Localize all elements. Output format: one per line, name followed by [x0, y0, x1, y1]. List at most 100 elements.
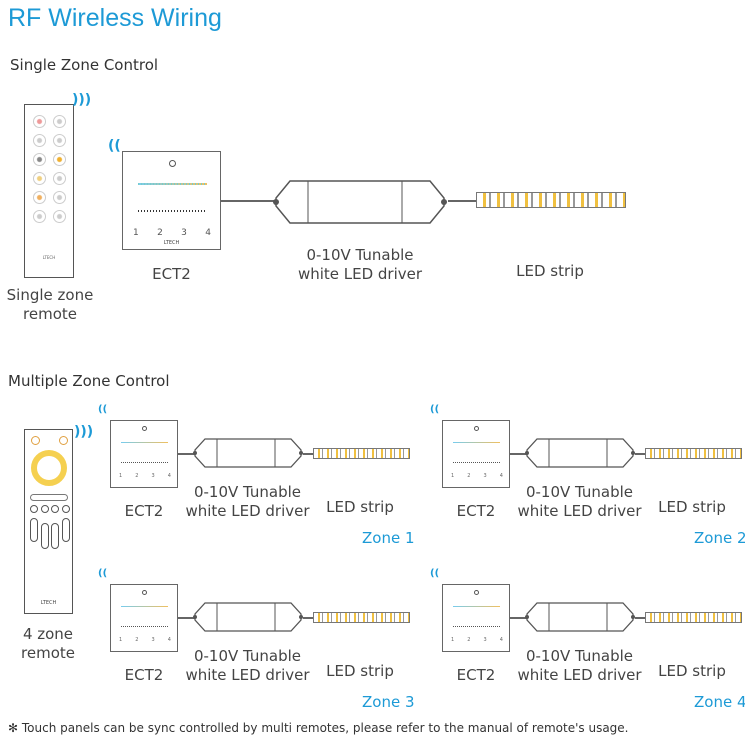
- wire: [635, 617, 645, 619]
- remote-brand: LTECH: [42, 255, 56, 260]
- wire: [178, 453, 195, 455]
- power-icon: [142, 426, 147, 431]
- wire: [448, 200, 476, 202]
- remote-button: [33, 153, 46, 166]
- single-zone-heading: Single Zone Control: [10, 56, 159, 74]
- brightness-slider: [121, 626, 168, 627]
- power-icon: [169, 160, 176, 167]
- led-strip: [476, 192, 626, 208]
- led-driver: [272, 180, 448, 224]
- color-temp-slider: [138, 183, 207, 185]
- remote-button: [33, 172, 46, 185]
- led-strip-label: LED strip: [658, 498, 726, 516]
- color-temp-slider: [453, 442, 500, 443]
- wire: [221, 200, 276, 202]
- remote-button: [33, 210, 46, 223]
- zone-rockers: [30, 518, 70, 549]
- remote-button: [53, 153, 66, 166]
- wire: [303, 453, 313, 455]
- wire: [178, 617, 195, 619]
- zone-numbers: 1 2 3 4: [133, 228, 211, 238]
- wire: [303, 617, 313, 619]
- on-button: [31, 436, 40, 445]
- ect2-panel: 1 2 3 4 LTECH: [122, 151, 221, 250]
- brightness-slider: [453, 462, 500, 463]
- wireless-signal-icon: ((: [98, 568, 108, 579]
- led-driver: [525, 602, 635, 632]
- wire: [510, 453, 527, 455]
- zone-number: 2: [157, 228, 163, 238]
- off-button: [59, 436, 68, 445]
- power-icon: [474, 590, 479, 595]
- multi-zone-heading: Multiple Zone Control: [8, 372, 170, 390]
- driver-label: 0-10V Tunable white LED driver: [185, 483, 310, 520]
- asterisk-icon: ✻: [8, 721, 19, 735]
- led-strip: [313, 612, 410, 623]
- ect2-label: ECT2: [152, 265, 191, 283]
- color-wheel: [31, 450, 67, 486]
- driver-label: 0-10V Tunable white LED driver: [517, 647, 642, 684]
- wireless-signal-icon: ((: [430, 568, 440, 579]
- zone-buttons: [30, 505, 70, 513]
- single-remote-label: Single zone remote: [6, 286, 94, 323]
- zone-label: Zone 2: [694, 529, 745, 547]
- driver-label: 0-10V Tunable white LED driver: [185, 647, 310, 684]
- ect2-label: ECT2: [124, 666, 164, 684]
- brightness-slider: [121, 462, 168, 463]
- remote-button: [53, 172, 66, 185]
- remote-button: [53, 134, 66, 147]
- led-driver: [193, 602, 303, 632]
- driver-label: 0-10V Tunable white LED driver: [297, 246, 423, 283]
- remote-button: [33, 115, 46, 128]
- ect2-label: ECT2: [124, 502, 164, 520]
- zone-label: Zone 1: [362, 529, 415, 547]
- zone-label: Zone 4: [694, 693, 745, 711]
- led-strip-label: LED strip: [326, 498, 394, 516]
- brightness-slider: [453, 626, 500, 627]
- remote-button: [33, 191, 46, 204]
- color-temp-slider: [121, 606, 168, 607]
- remote-button: [53, 115, 66, 128]
- wireless-signal-icon: ((: [430, 404, 440, 415]
- ect2-label: ECT2: [456, 666, 496, 684]
- four-zone-remote: LTECH: [24, 429, 73, 614]
- led-strip-label: LED strip: [658, 662, 726, 680]
- led-driver: [525, 438, 635, 468]
- zone-number: 3: [181, 228, 187, 238]
- footnote: ✻ Touch panels can be sync controlled by…: [8, 721, 629, 735]
- power-icon: [142, 590, 147, 595]
- four-zone-remote-label: 4 zone remote: [21, 625, 75, 662]
- wireless-signal-icon: ((: [108, 138, 121, 154]
- power-icon: [474, 426, 479, 431]
- color-temp-slider: [453, 606, 500, 607]
- single-zone-remote: LTECH: [24, 104, 74, 278]
- wireless-signal-icon: ))): [74, 424, 94, 440]
- zone-number: 4: [205, 228, 211, 238]
- page-title: RF Wireless Wiring: [8, 4, 222, 32]
- footnote-text: Touch panels can be sync controlled by m…: [21, 721, 629, 735]
- led-strip: [313, 448, 410, 459]
- led-strip: [645, 448, 742, 459]
- remote-button: [53, 210, 66, 223]
- wire: [635, 453, 645, 455]
- led-driver: [193, 438, 303, 468]
- wire: [510, 617, 527, 619]
- color-temp-slider: [121, 442, 168, 443]
- panel-brand: LTECH: [163, 240, 180, 246]
- led-strip: [645, 612, 742, 623]
- remote-button: [53, 191, 66, 204]
- led-strip-label: LED strip: [516, 262, 584, 280]
- zone-number: 1: [133, 228, 139, 238]
- wireless-signal-icon: ((: [98, 404, 108, 415]
